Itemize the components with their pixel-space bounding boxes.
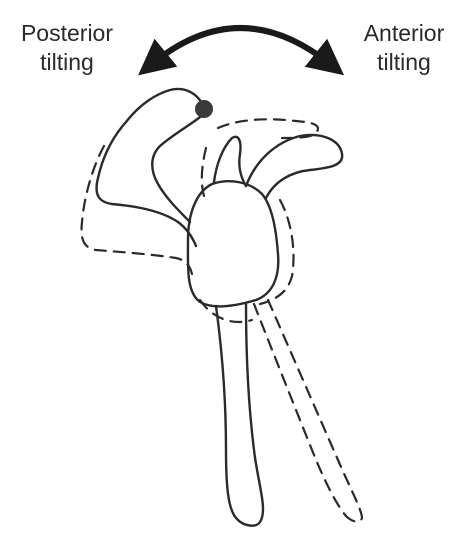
tilted-blade-inner-edge (254, 304, 346, 516)
reference-point-dot (195, 100, 213, 118)
coracoid-upper-outline (214, 137, 246, 186)
scapula-dashed-outline (82, 119, 362, 521)
tilted-acromion-outline (82, 146, 192, 274)
double-headed-curved-arrow-icon (152, 28, 330, 64)
blade-left-edge (216, 306, 238, 520)
tilted-blade-outer-edge (268, 300, 362, 522)
glenoid-outline (188, 181, 278, 306)
scapula-solid-outline (97, 89, 343, 526)
blade-right-edge (238, 304, 263, 526)
acromion-inner-outline (152, 112, 206, 222)
coracoid-outline (246, 135, 342, 198)
